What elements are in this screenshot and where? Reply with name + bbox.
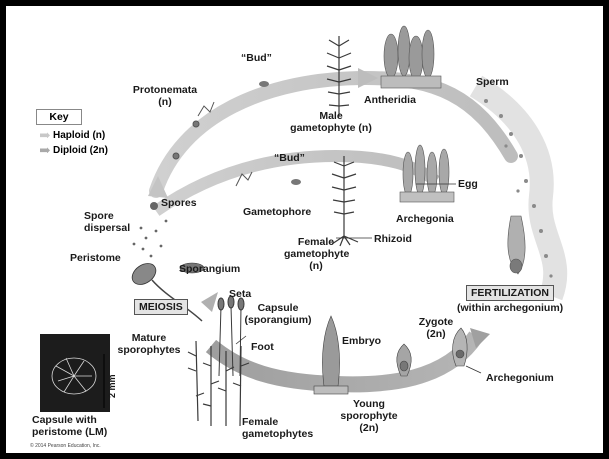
haploid-arrow-icon <box>40 132 50 138</box>
label-embryo: Embryo <box>342 335 381 347</box>
label-female-gametophytes: Female gametophytes <box>242 416 313 440</box>
label-peristome: Peristome <box>70 252 121 264</box>
key-diploid: Diploid (2n) <box>40 145 108 157</box>
key-diploid-label: Diploid (2n) <box>53 145 108 156</box>
label-sperm: Sperm <box>476 76 509 88</box>
mature-sporophytes-text-2: sporophytes <box>110 344 188 356</box>
fertilization-archegonium <box>508 216 525 274</box>
label-capsule: Capsule (sporangium) <box>238 302 318 326</box>
young-sporophyte-text-3: (2n) <box>334 422 404 434</box>
label-meiosis: MEIOSIS <box>134 299 188 315</box>
key-haploid: Haploid (n) <box>40 130 105 142</box>
young-sporophyte-text: Young <box>334 398 404 410</box>
label-sporangium: Sporangium <box>179 263 240 275</box>
label-archegonium: Archegonium <box>486 372 554 384</box>
label-spores: Spores <box>161 197 197 209</box>
zygote-text: Zygote <box>414 316 458 328</box>
female-gametophyte-text-2: gametophyte <box>284 248 348 260</box>
protonemata-text: Protonemata <box>131 84 199 96</box>
label-mature-sporophytes: Mature sporophytes <box>110 332 188 356</box>
label-rhizoid: Rhizoid <box>374 233 412 245</box>
young-sporophyte-text-2: sporophyte <box>334 410 404 422</box>
female-gametophyte-text: Female <box>284 236 348 248</box>
capsule-text-2: (sporangium) <box>238 314 318 326</box>
antheridia-illustration <box>381 26 441 88</box>
label-capsule-with-peristome: Capsule with peristome (LM) <box>32 414 107 438</box>
label-protonemata: Protonemata (n) <box>131 84 199 108</box>
embryo-illustration <box>397 344 412 376</box>
label-young-sporophyte: Young sporophyte (2n) <box>334 398 404 434</box>
label-egg: Egg <box>458 178 478 190</box>
label-gametophore: Gametophore <box>243 206 311 218</box>
copyright-text: © 2014 Pearson Education, Inc. <box>30 443 101 449</box>
label-foot: Foot <box>251 341 274 353</box>
label-archegonia: Archegonia <box>396 213 454 225</box>
mature-sporophytes-text: Mature <box>110 332 188 344</box>
capsule-text: Capsule <box>238 302 318 314</box>
spore-dispersal-text: Spore <box>84 210 130 222</box>
label-scale-bar: 2 mm <box>106 374 118 398</box>
arrowhead-meiosis <box>201 292 218 312</box>
female-gametophytes-text: Female <box>242 416 313 428</box>
male-gametophyte-text-2: gametophyte (n) <box>281 122 381 134</box>
key-title: Key <box>36 109 82 125</box>
micrograph-background <box>40 334 110 412</box>
label-female-gametophyte: Female gametophyte (n) <box>284 236 348 272</box>
zygote-text-2: (2n) <box>414 328 458 340</box>
female-gametophyte-text-3: (n) <box>284 260 348 272</box>
label-antheridia: Antheridia <box>364 94 416 106</box>
key-haploid-label: Haploid (n) <box>53 130 105 141</box>
label-spore-dispersal: Spore dispersal <box>84 210 130 234</box>
label-seta: Seta <box>229 288 251 300</box>
protonemata-n: (n) <box>131 96 199 108</box>
label-male-gametophyte: Male gametophyte (n) <box>281 110 381 134</box>
male-gametophyte-text: Male <box>281 110 381 122</box>
female-gametophytes-text-2: gametophytes <box>242 428 313 440</box>
female-gametophore-plant <box>332 156 358 246</box>
capsule-with-peristome-text-2: peristome (LM) <box>32 426 107 438</box>
archegonia-illustration <box>400 145 454 202</box>
moss-life-cycle-diagram: Key Haploid (n) Diploid (2n) “Bud” Proto… <box>6 6 603 453</box>
label-fertilization: FERTILIZATION <box>466 285 554 301</box>
label-within-archegonium: (within archegonium) <box>457 302 563 314</box>
spore-dispersal-text-2: dispersal <box>84 222 130 234</box>
label-zygote: Zygote (2n) <box>414 316 458 340</box>
label-bud-middle: “Bud” <box>274 152 305 164</box>
capsule-with-peristome-text: Capsule with <box>32 414 107 426</box>
diploid-arrow-icon <box>40 147 50 153</box>
label-bud-top: “Bud” <box>241 52 272 64</box>
